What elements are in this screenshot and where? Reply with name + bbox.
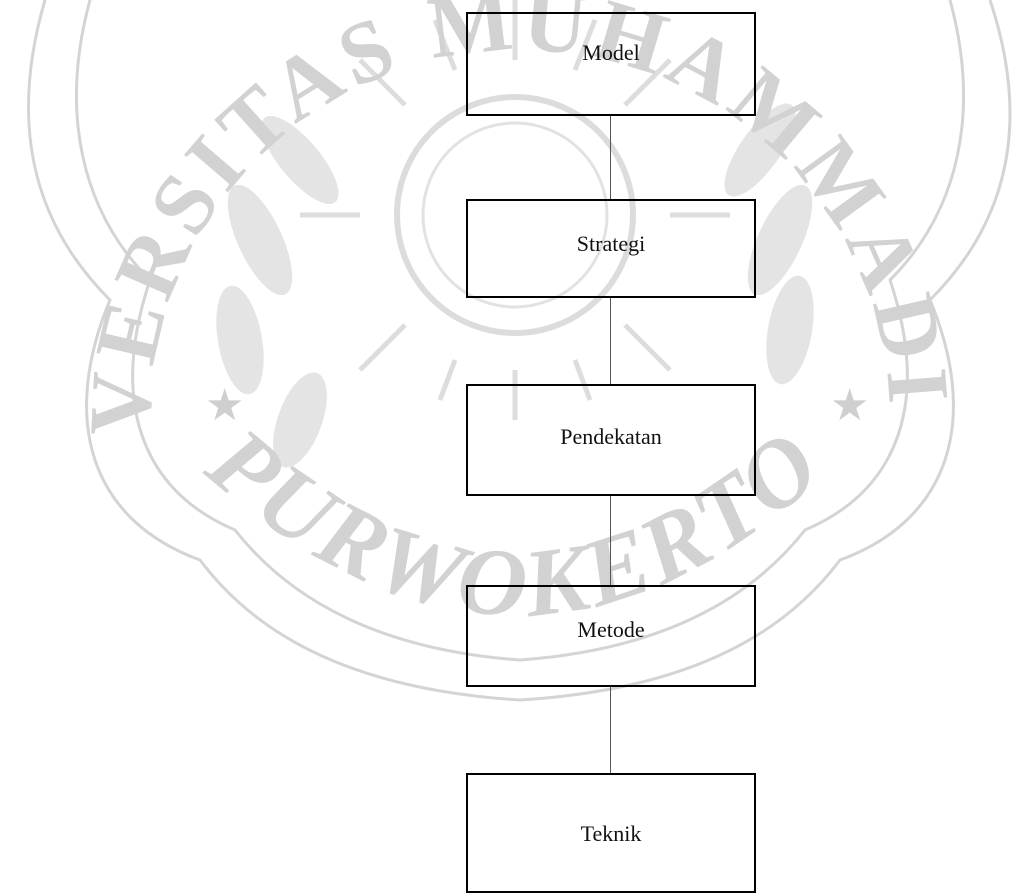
star-icon: ★ xyxy=(205,380,244,431)
connector-metode-teknik xyxy=(610,686,611,774)
node-model: Model xyxy=(466,12,756,116)
node-strategi: Strategi xyxy=(466,199,756,298)
node-label-model: Model xyxy=(582,40,640,65)
node-label-strategi: Strategi xyxy=(576,231,646,256)
star-icon: ★ xyxy=(830,380,869,431)
connector-pendekatan-metode xyxy=(610,496,611,586)
node-label-metode: Metode xyxy=(577,617,645,642)
node-label-teknik: Teknik xyxy=(580,821,642,846)
node-metode: Metode xyxy=(466,585,756,687)
connector-strategi-pendekatan xyxy=(610,297,611,385)
node-label-pendekatan: Pendekatan xyxy=(560,424,662,449)
node-teknik: Teknik xyxy=(466,773,756,893)
node-pendekatan: Pendekatan xyxy=(466,384,756,496)
connector-model-strategi xyxy=(610,115,611,200)
